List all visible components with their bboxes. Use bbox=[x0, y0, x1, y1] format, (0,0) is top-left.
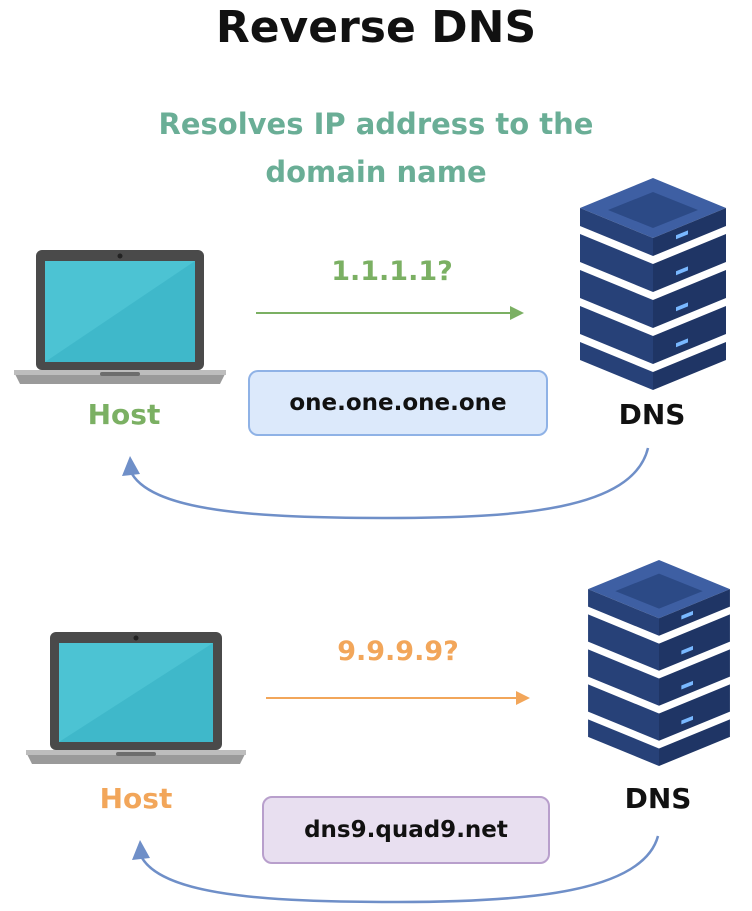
response-arrow-1 bbox=[122, 447, 650, 520]
dns-label-2: DNS bbox=[624, 782, 692, 815]
answer-box-1: one.one.one.one bbox=[248, 370, 548, 436]
query-ip-1: 1.1.1.1? bbox=[331, 256, 453, 287]
subtitle-line-2: domain name bbox=[265, 155, 487, 189]
answer-domain-2: dns9.quad9.net bbox=[304, 817, 508, 843]
server-stack-icon bbox=[580, 178, 726, 390]
response-arrow-2 bbox=[132, 835, 660, 904]
dns-label-1: DNS bbox=[618, 398, 686, 431]
request-arrow-2 bbox=[266, 691, 530, 705]
page-title: Reverse DNS bbox=[215, 2, 537, 53]
answer-domain-1: one.one.one.one bbox=[289, 390, 507, 416]
host-label-1: Host bbox=[87, 398, 161, 431]
server-stack-icon bbox=[588, 560, 730, 766]
laptop-icon bbox=[14, 250, 226, 384]
host-label-2: Host bbox=[99, 782, 173, 815]
laptop-icon bbox=[26, 632, 246, 764]
answer-box-2: dns9.quad9.net bbox=[262, 796, 550, 864]
query-ip-2: 9.9.9.9? bbox=[337, 636, 459, 667]
subtitle: Resolves IP address to the domain name bbox=[0, 100, 752, 196]
request-arrow-1 bbox=[256, 306, 524, 320]
subtitle-line-1: Resolves IP address to the bbox=[158, 107, 594, 141]
